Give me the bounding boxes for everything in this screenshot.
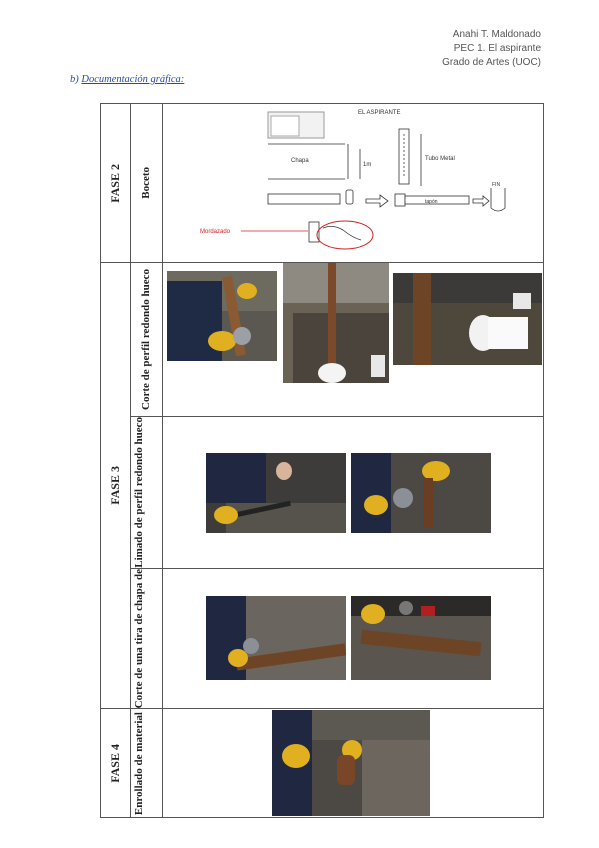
sketch-chapa-label: Chapa	[291, 158, 309, 164]
sketch-cell: EL ASPIRANTE Chapa 1m Tubo Metal tapón	[162, 103, 544, 263]
sketch-mordaza-label: Mordazado	[200, 229, 231, 235]
activity-cell: Boceto	[130, 103, 163, 263]
photo-cell	[162, 567, 544, 710]
phase-label: FASE 3	[108, 466, 122, 505]
phase-cell: FASE 2	[100, 103, 131, 263]
table-row: FASE 3 Corte de perfil redondo hueco	[100, 261, 544, 710]
table-row: Corte de una tira de chapa de	[101, 567, 544, 710]
arrow-icon	[365, 194, 389, 208]
photo-grinding-pipe	[351, 453, 491, 534]
assignment-title: PEC 1. El aspirante	[453, 43, 541, 54]
sketch-tube-label: Tubo Metal	[425, 156, 455, 162]
activity-cell: Corte de una tira de chapa de	[130, 567, 163, 710]
photo-cell	[162, 708, 544, 819]
course-name: Grado de Artes (UOC)	[442, 57, 541, 68]
section-title: Documentación gráfica:	[81, 74, 185, 85]
activity-label: Limado de perfil redondo hueco	[132, 417, 145, 568]
photo-pipe-with-roll	[283, 263, 389, 383]
sketch-strip	[267, 193, 341, 205]
photo-cutting-pipe	[167, 271, 277, 361]
activity-label: Enrollado de material	[132, 711, 145, 815]
table-row: FASE 4 Enrollado de material	[100, 708, 544, 819]
phase-label: FASE 4	[108, 743, 122, 783]
table-row: FASE 2 Boceto EL ASPIRANTE Chapa 1m Tubo…	[100, 103, 544, 263]
photo-filing-pipe	[206, 453, 346, 534]
sketch-fin-label: FIN	[492, 182, 500, 188]
photo-hammering-sheet	[351, 596, 491, 681]
activity-cell: Limado de perfil redondo hueco	[130, 416, 163, 569]
sketch-title: EL ASPIRANTE	[358, 110, 400, 116]
activity-label: Corte de perfil redondo hueco	[139, 269, 152, 410]
svg-text:1m: 1m	[363, 162, 371, 168]
photo-cell	[162, 262, 544, 417]
section-heading: b) Documentación gráfica:	[70, 74, 184, 85]
page-header: Anahi T. Maldonado PEC 1. El aspirante G…	[442, 28, 541, 70]
author-name: Anahi T. Maldonado	[452, 29, 541, 40]
sketch-tapon-label: tapón	[425, 199, 438, 205]
sketch-highlight-circle	[316, 220, 374, 250]
phase-label: FASE 2	[108, 163, 122, 203]
phase-cell: FASE 3	[100, 261, 131, 710]
sketch-drawing: EL ASPIRANTE Chapa 1m Tubo Metal tapón	[200, 110, 506, 250]
phase-cell: FASE 4	[100, 708, 131, 819]
section-prefix: b)	[70, 74, 79, 85]
arrow-icon	[472, 195, 490, 207]
sketch-final-object	[490, 188, 506, 212]
activity-label: Corte de una tira de chapa de	[132, 568, 145, 709]
sketch-cap	[345, 189, 354, 205]
activity-cell: Corte de perfil redondo hueco	[130, 262, 163, 417]
photo-cutting-sheet	[206, 596, 346, 681]
activity-label: Boceto	[140, 167, 152, 199]
documentation-table: FASE 2 Boceto EL ASPIRANTE Chapa 1m Tubo…	[100, 103, 544, 819]
activity-cell: Enrollado de material	[130, 708, 163, 819]
photo-cell	[162, 416, 544, 569]
table-row: Limado de perfil redondo hueco	[101, 416, 544, 569]
sketch-tube	[398, 128, 410, 185]
photo-rolling-material	[272, 710, 430, 817]
photo-cut-pipe-and-roll	[393, 273, 542, 365]
